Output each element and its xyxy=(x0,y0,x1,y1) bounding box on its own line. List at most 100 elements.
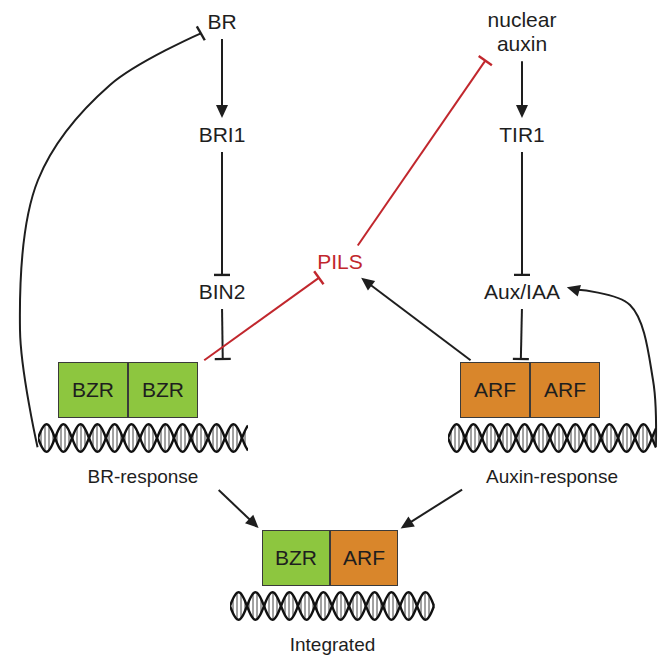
pathway-connector xyxy=(514,152,530,275)
connector-line xyxy=(368,283,470,360)
dna-rung xyxy=(169,427,170,449)
dna-rung xyxy=(455,425,456,452)
dna-rung xyxy=(425,592,426,620)
tf-box: BZR xyxy=(128,362,198,418)
dna-rung xyxy=(643,424,644,452)
dna-strand xyxy=(448,424,656,451)
dna-rung xyxy=(185,425,186,450)
dna-rung xyxy=(233,424,234,452)
dna-rung xyxy=(289,592,290,620)
dna-rung xyxy=(197,425,198,450)
node-label: BRI1 xyxy=(199,123,246,146)
dna-rung xyxy=(117,425,118,450)
dna-strand xyxy=(230,592,434,619)
dna-rung xyxy=(305,593,306,620)
pathway-connector xyxy=(401,490,462,529)
dna-rung xyxy=(65,425,66,452)
dna-rung xyxy=(409,592,410,620)
arrow-head xyxy=(567,285,581,297)
dna-rung xyxy=(237,427,238,449)
connector-line xyxy=(521,152,523,275)
dna-rung xyxy=(181,425,182,452)
inhibition-bar xyxy=(513,358,529,361)
dna-rung xyxy=(543,425,544,452)
pathway-connector xyxy=(20,26,205,447)
dna-rung xyxy=(113,425,114,452)
dna-rung xyxy=(217,424,218,452)
dna-rung xyxy=(257,593,258,620)
node-label: nuclear auxin xyxy=(488,8,557,55)
dna-rung xyxy=(575,424,576,452)
dna-strand xyxy=(38,424,248,451)
dna-rung xyxy=(389,593,390,618)
node-label: BZR xyxy=(72,378,114,402)
dna-rung xyxy=(405,595,406,617)
dna-rung xyxy=(507,424,508,452)
response-label: BR-response xyxy=(38,466,248,488)
dna-helix xyxy=(38,420,248,456)
dna-rung xyxy=(49,425,50,450)
dna-rung xyxy=(321,593,322,618)
dna-rung xyxy=(591,425,592,452)
dna-rung xyxy=(341,592,342,620)
response-label: Integrated xyxy=(230,634,435,656)
dna-rung xyxy=(459,425,460,450)
dna-rung xyxy=(81,424,82,452)
pathway-connector xyxy=(219,490,259,528)
dna-rung xyxy=(539,425,540,450)
dna-rung xyxy=(77,427,78,449)
dna-rung xyxy=(337,595,338,617)
dna-rung xyxy=(361,595,362,617)
connector-line xyxy=(221,309,224,359)
dna-rung xyxy=(377,593,378,618)
dna-rung xyxy=(357,592,358,620)
tf-box: ARF xyxy=(460,362,530,418)
transporter-label: PILS xyxy=(313,248,367,276)
dna-rung xyxy=(559,424,560,452)
dna-rung xyxy=(293,595,294,617)
node-label: ARF xyxy=(544,378,586,402)
dna-rung xyxy=(471,425,472,450)
connector-line xyxy=(521,61,523,109)
inhibition-bar xyxy=(214,274,230,276)
dna-rung xyxy=(213,427,214,449)
dna-strand xyxy=(448,424,656,451)
dna-rung xyxy=(129,425,130,450)
arrow-head xyxy=(245,515,259,528)
inhibition-bar xyxy=(215,358,231,361)
pathway-connector xyxy=(513,309,529,359)
connector-line xyxy=(408,490,462,524)
pathway-connector xyxy=(216,39,228,118)
hormone-label: nuclear auxin xyxy=(472,6,572,58)
hormone-label: BR xyxy=(203,8,240,36)
node-label: BR xyxy=(207,10,236,33)
dna-rung xyxy=(487,427,488,449)
pathway-connector xyxy=(361,278,470,360)
dna-rung xyxy=(607,425,608,450)
inhibition-bar xyxy=(514,274,530,276)
node-label: TIR1 xyxy=(499,123,545,146)
node-label: BZR xyxy=(275,546,317,570)
node-label: ARF xyxy=(343,546,385,570)
connector-line xyxy=(20,33,201,447)
dna-rung xyxy=(165,424,166,452)
dna-rung xyxy=(579,427,580,449)
arrow-head xyxy=(516,105,528,118)
dna-rung xyxy=(527,425,528,450)
dna-rung xyxy=(101,427,102,449)
dna-rung xyxy=(61,425,62,450)
dna-rung xyxy=(555,427,556,449)
dna-rung xyxy=(133,425,134,452)
tf-box: ARF xyxy=(530,362,600,418)
dna-rung xyxy=(253,593,254,618)
dna-rung xyxy=(647,427,648,449)
kinase-label: BIN2 xyxy=(195,278,250,306)
node-label: BZR xyxy=(142,378,184,402)
inhibition-bar xyxy=(314,271,323,284)
dna-rung xyxy=(595,425,596,450)
connector-line xyxy=(358,61,486,246)
response-module: Integrated BZR ARF xyxy=(230,530,435,656)
repressor-label: Aux/IAA xyxy=(480,278,564,306)
connector-line xyxy=(221,152,223,275)
